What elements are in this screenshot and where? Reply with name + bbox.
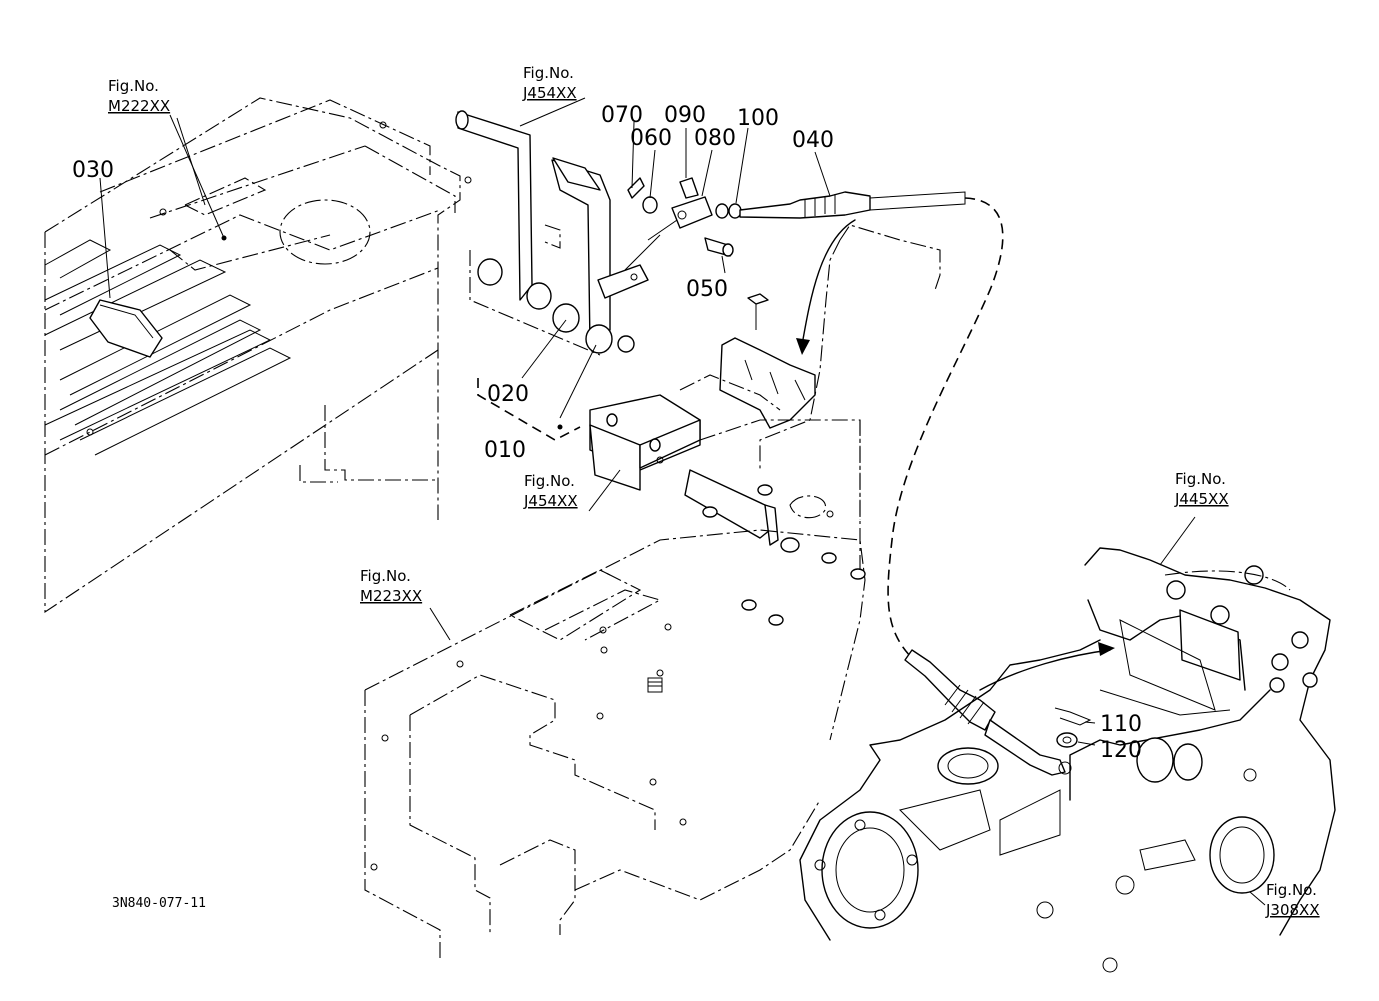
part-label-060: 060 (630, 126, 672, 151)
fig-ref-m222: Fig.No. M222XX (108, 77, 170, 115)
part-label-100: 100 (737, 106, 779, 131)
part-label-050: 050 (686, 277, 728, 302)
fig-ref-m223-prefix: Fig.No. (360, 567, 411, 585)
part-label-030: 030 (72, 158, 114, 183)
fig-ref-j445-prefix: Fig.No. (1175, 470, 1226, 488)
fig-ref-j308: Fig.No. J308XX (1265, 881, 1320, 919)
part-label-120: 120 (1100, 738, 1142, 763)
part-label-020: 020 (487, 382, 529, 407)
fig-ref-m223-code: M223XX (360, 587, 422, 605)
clevis-fittings (627, 177, 742, 257)
fig-ref-m223: Fig.No. M223XX (360, 567, 422, 605)
fig-ref-j454-top-prefix: Fig.No. (523, 64, 574, 82)
part-label-090: 090 (664, 103, 706, 128)
part-label-110: 110 (1100, 712, 1142, 737)
fig-ref-j454-top-code: J454XX (522, 84, 577, 102)
fig-ref-j308-code: J308XX (1265, 901, 1320, 919)
fig-ref-m222-code: M222XX (108, 97, 170, 115)
pedal-pad-030 (89, 299, 163, 358)
leader-lines (99, 97, 1266, 906)
fig-ref-j445: Fig.No. J445XX (1174, 470, 1229, 508)
lower-mount (589, 394, 800, 553)
fig-ref-j454-bottom-code: J454XX (523, 492, 578, 510)
mount-bracket (679, 224, 941, 520)
fig-ref-j308-prefix: Fig.No. (1266, 881, 1317, 899)
fig-ref-m222-prefix: Fig.No. (108, 77, 159, 95)
transmission-housing (799, 547, 1336, 973)
fig-ref-j454-bottom-prefix: Fig.No. (524, 472, 575, 490)
part-label-010: 010 (484, 438, 526, 463)
center-floor-plate (364, 420, 866, 960)
part-label-080: 080 (694, 126, 736, 151)
fig-ref-j454-top: Fig.No. J454XX (522, 64, 577, 102)
part-label-070: 070 (601, 103, 643, 128)
fig-ref-j445-code: J445XX (1174, 490, 1229, 508)
drawing-code: 3N840-077-11 (112, 896, 206, 911)
part-label-040: 040 (792, 128, 834, 153)
lever-assembly (455, 110, 681, 356)
fig-ref-j454-bottom: Fig.No. J454XX (523, 472, 578, 510)
control-cable-040 (739, 191, 1115, 776)
